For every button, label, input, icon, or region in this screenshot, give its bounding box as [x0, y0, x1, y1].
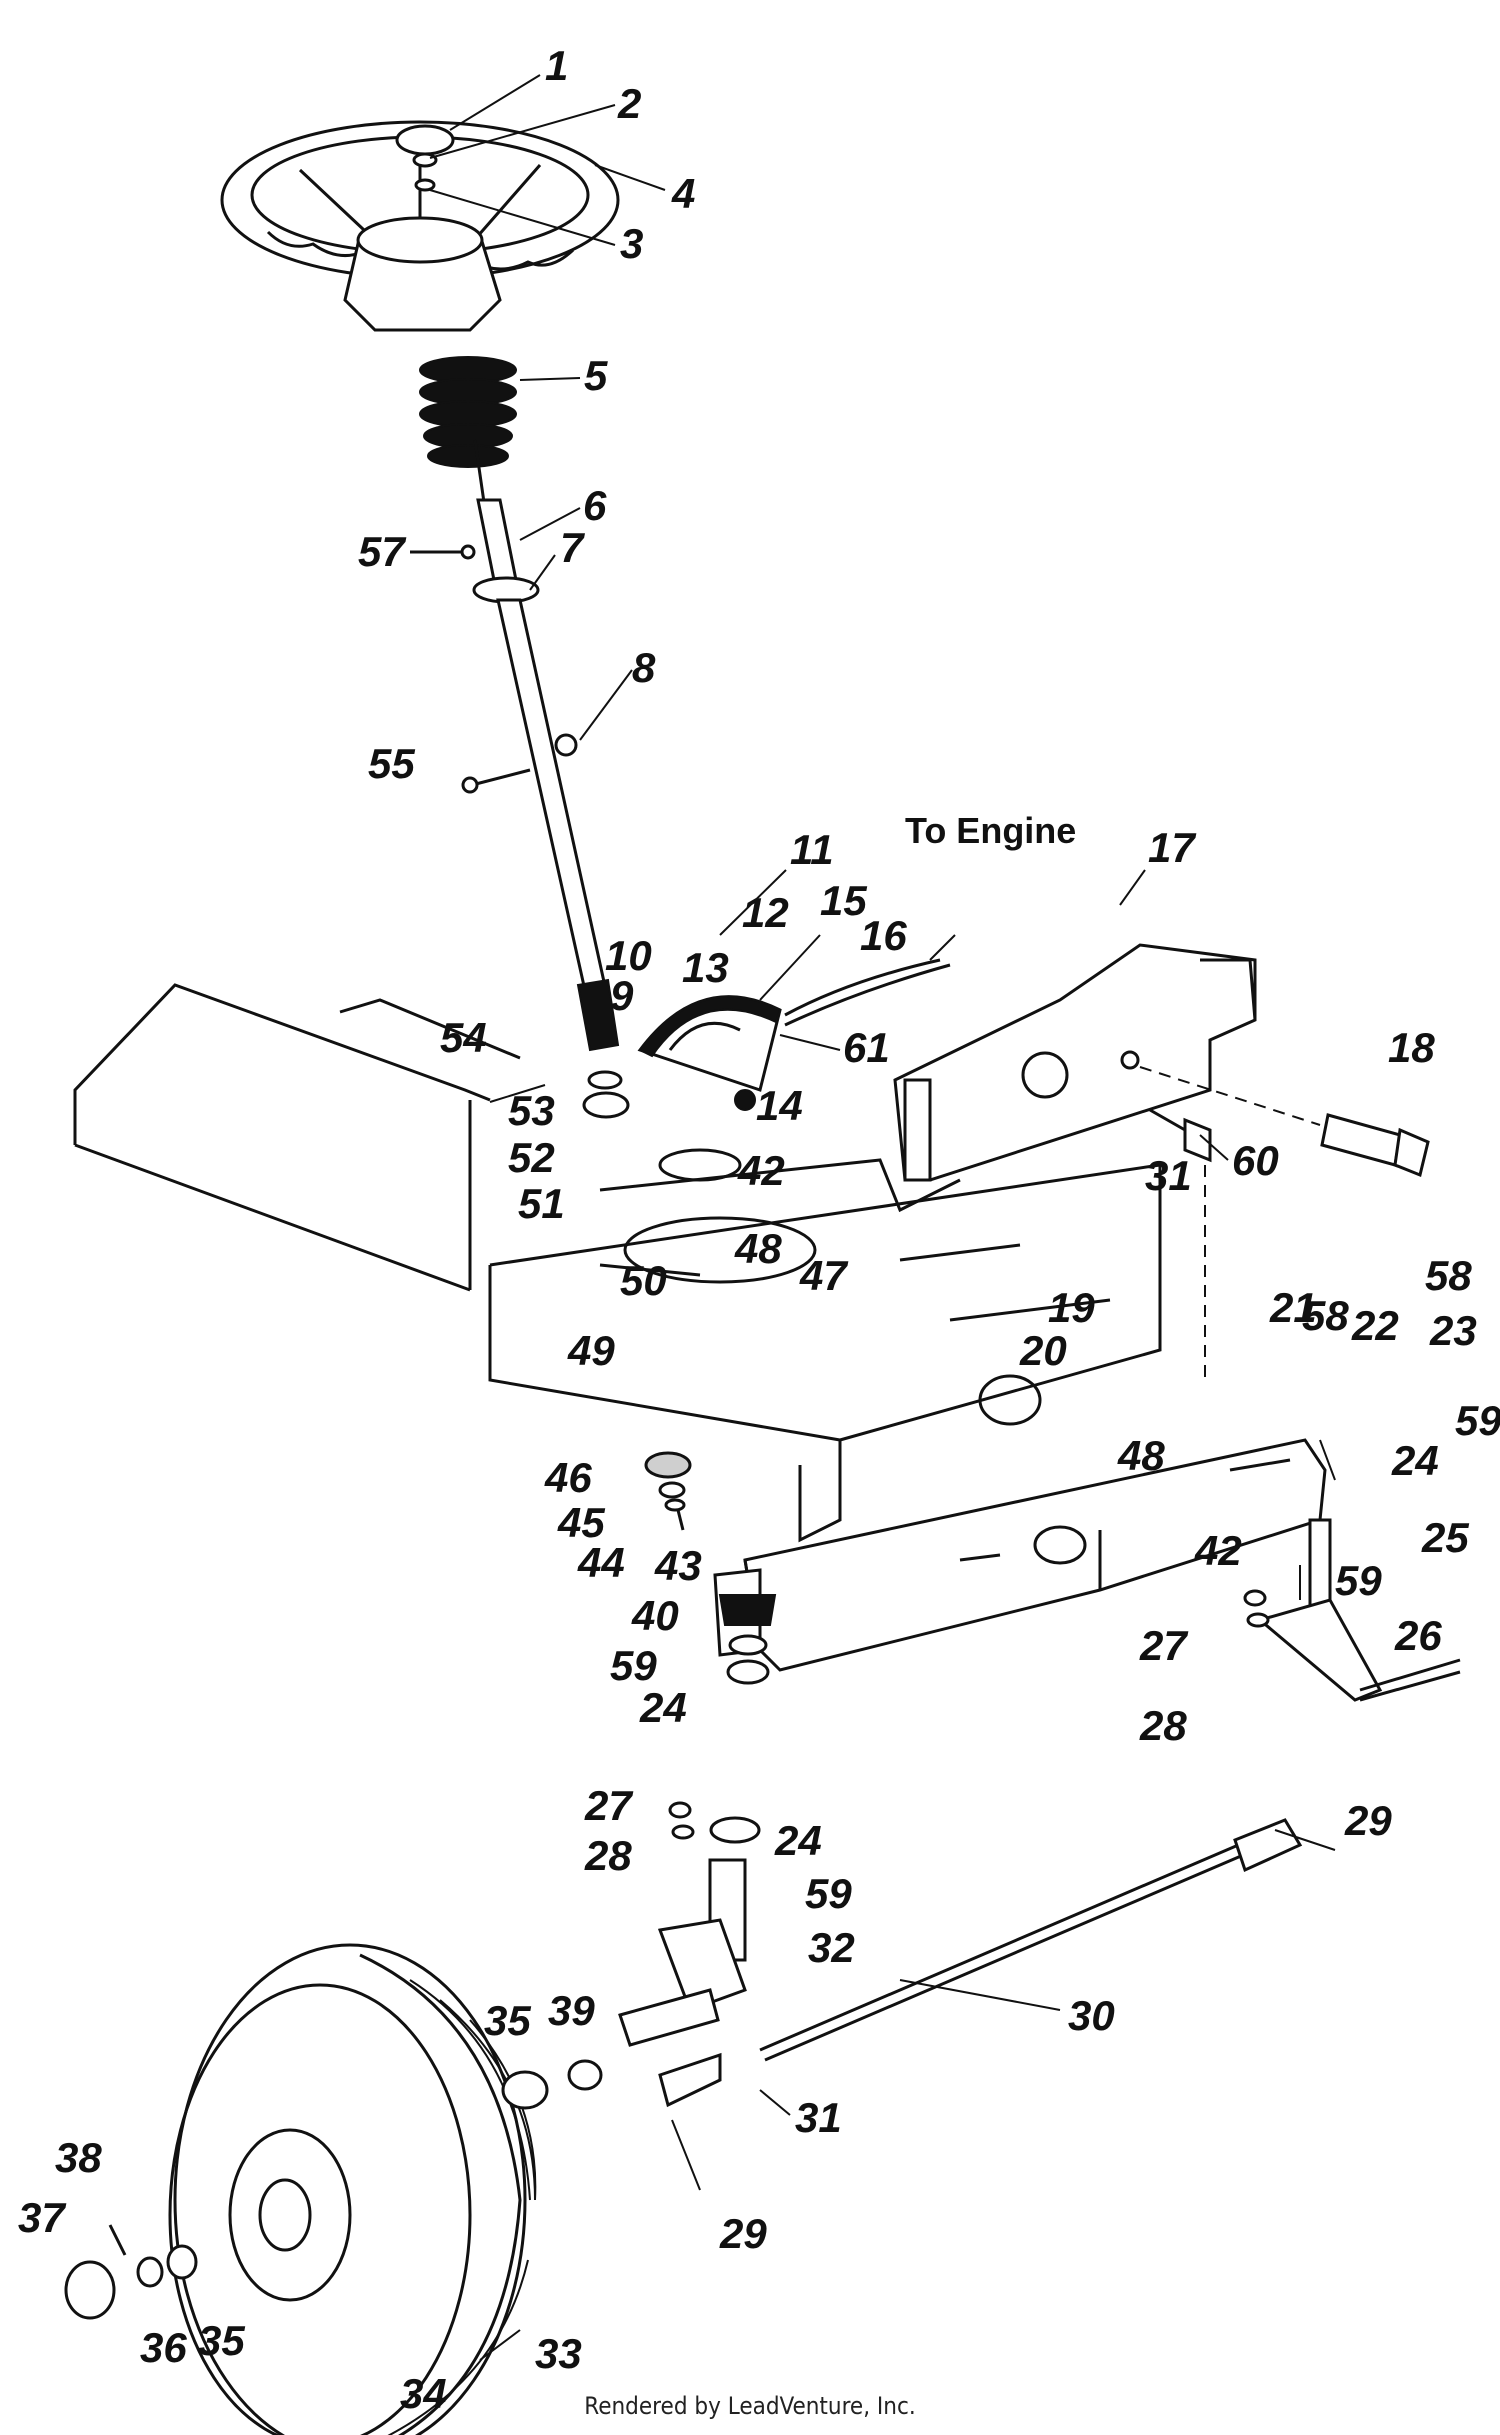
steering-gear	[637, 995, 782, 1182]
callout: 39	[548, 1987, 595, 2034]
callout: 42	[1194, 1527, 1242, 1574]
callout: 42	[737, 1147, 785, 1194]
callout: 21	[1269, 1284, 1317, 1331]
callout: 15	[820, 877, 867, 924]
callout: 59	[610, 1642, 657, 1689]
callout: 28	[584, 1832, 632, 1879]
callout: 31	[1145, 1152, 1192, 1199]
callout: 27	[1139, 1622, 1188, 1669]
callout: 2	[617, 80, 641, 127]
callout: 32	[808, 1924, 855, 1971]
tie-rod	[658, 1818, 1303, 2108]
callout: 22	[1351, 1302, 1399, 1349]
callout: 26	[1394, 1612, 1442, 1659]
spindle-right	[1256, 1518, 1461, 1702]
callout: 31	[795, 2094, 842, 2141]
callout: 60	[1232, 1137, 1279, 1184]
callout: 10	[605, 932, 652, 979]
callout: 4	[671, 170, 695, 217]
callout: 3	[620, 220, 643, 267]
steering-shaft	[472, 439, 630, 1119]
ball-joint-upper	[1149, 1108, 1212, 1385]
callout: 38	[55, 2134, 102, 2181]
callout: 47	[799, 1252, 848, 1299]
shaft-fasteners	[410, 544, 578, 794]
steering-boot	[419, 356, 517, 468]
callout: 54	[440, 1014, 487, 1061]
callout: 6	[583, 482, 607, 529]
callout: 20	[1019, 1327, 1067, 1374]
callout: 17	[1148, 824, 1196, 871]
callout: 52	[508, 1134, 555, 1181]
callout: 30	[1068, 1992, 1115, 2039]
callout: 59	[805, 1870, 852, 1917]
callout: 58	[1302, 1292, 1349, 1339]
callout: 36	[140, 2324, 187, 2371]
callout: 55	[368, 740, 415, 787]
wheel-hardware	[64, 2059, 603, 2320]
callout: 59	[1455, 1397, 1500, 1444]
callout: 29	[719, 2210, 767, 2257]
engine-cable	[784, 934, 956, 1027]
callout: 48	[1117, 1432, 1165, 1479]
callout: 33	[535, 2330, 582, 2377]
callout: 18	[1388, 1024, 1435, 1071]
callout: 35	[198, 2317, 245, 2364]
callout: 7	[560, 524, 585, 571]
callout: 13	[682, 944, 729, 991]
callout: 11	[790, 826, 834, 873]
spindle-left	[618, 1816, 761, 2047]
callout: 57	[358, 528, 406, 575]
pivot-bolt	[1139, 1066, 1430, 1178]
callout: 43	[654, 1542, 702, 1589]
callout: 29	[1344, 1797, 1392, 1844]
callout: 40	[631, 1592, 679, 1639]
callout: 1	[545, 42, 568, 89]
callout: 27	[584, 1782, 633, 1829]
callout: 44	[577, 1539, 625, 1586]
callout: 5	[584, 352, 608, 399]
callout: 16	[860, 912, 907, 959]
callout: 45	[557, 1499, 605, 1546]
callout: 14	[756, 1082, 803, 1129]
callout: 34	[400, 2370, 447, 2417]
hardware-stack	[644, 1451, 1270, 1840]
callout: 35	[484, 1997, 531, 2044]
callout: 23	[1429, 1307, 1477, 1354]
callout: 25	[1421, 1514, 1469, 1561]
callout: 49	[567, 1327, 615, 1374]
to-engine-label: To Engine	[905, 810, 1076, 851]
callout: 61	[843, 1024, 890, 1071]
callout: 51	[518, 1180, 565, 1227]
callout: 12	[742, 889, 789, 936]
callout: 9	[610, 972, 634, 1019]
footer-credit: Rendered by LeadVenture, Inc.	[584, 2392, 916, 2420]
steering-wheel	[220, 120, 620, 332]
leader-lines	[429, 74, 1336, 2361]
callout: 37	[18, 2194, 66, 2241]
callout: 24	[639, 1684, 687, 1731]
callout-labels: 1 2 3 4 5 6 7 57 8 55 11 12 15 16 17 10 …	[18, 42, 1500, 2417]
callout: 8	[632, 644, 656, 691]
callout: 19	[1048, 1284, 1095, 1331]
front-wheel	[168, 1943, 537, 2435]
callout: 28	[1139, 1702, 1187, 1749]
callout: 24	[774, 1817, 822, 1864]
steering-bracket	[893, 943, 1257, 1182]
callout: 46	[544, 1454, 592, 1501]
callout: 48	[734, 1225, 782, 1272]
callout: 59	[1335, 1557, 1382, 1604]
frame	[73, 983, 1162, 1543]
callout: 50	[620, 1257, 667, 1304]
callout: 58	[1425, 1252, 1472, 1299]
callout: 24	[1391, 1437, 1439, 1484]
